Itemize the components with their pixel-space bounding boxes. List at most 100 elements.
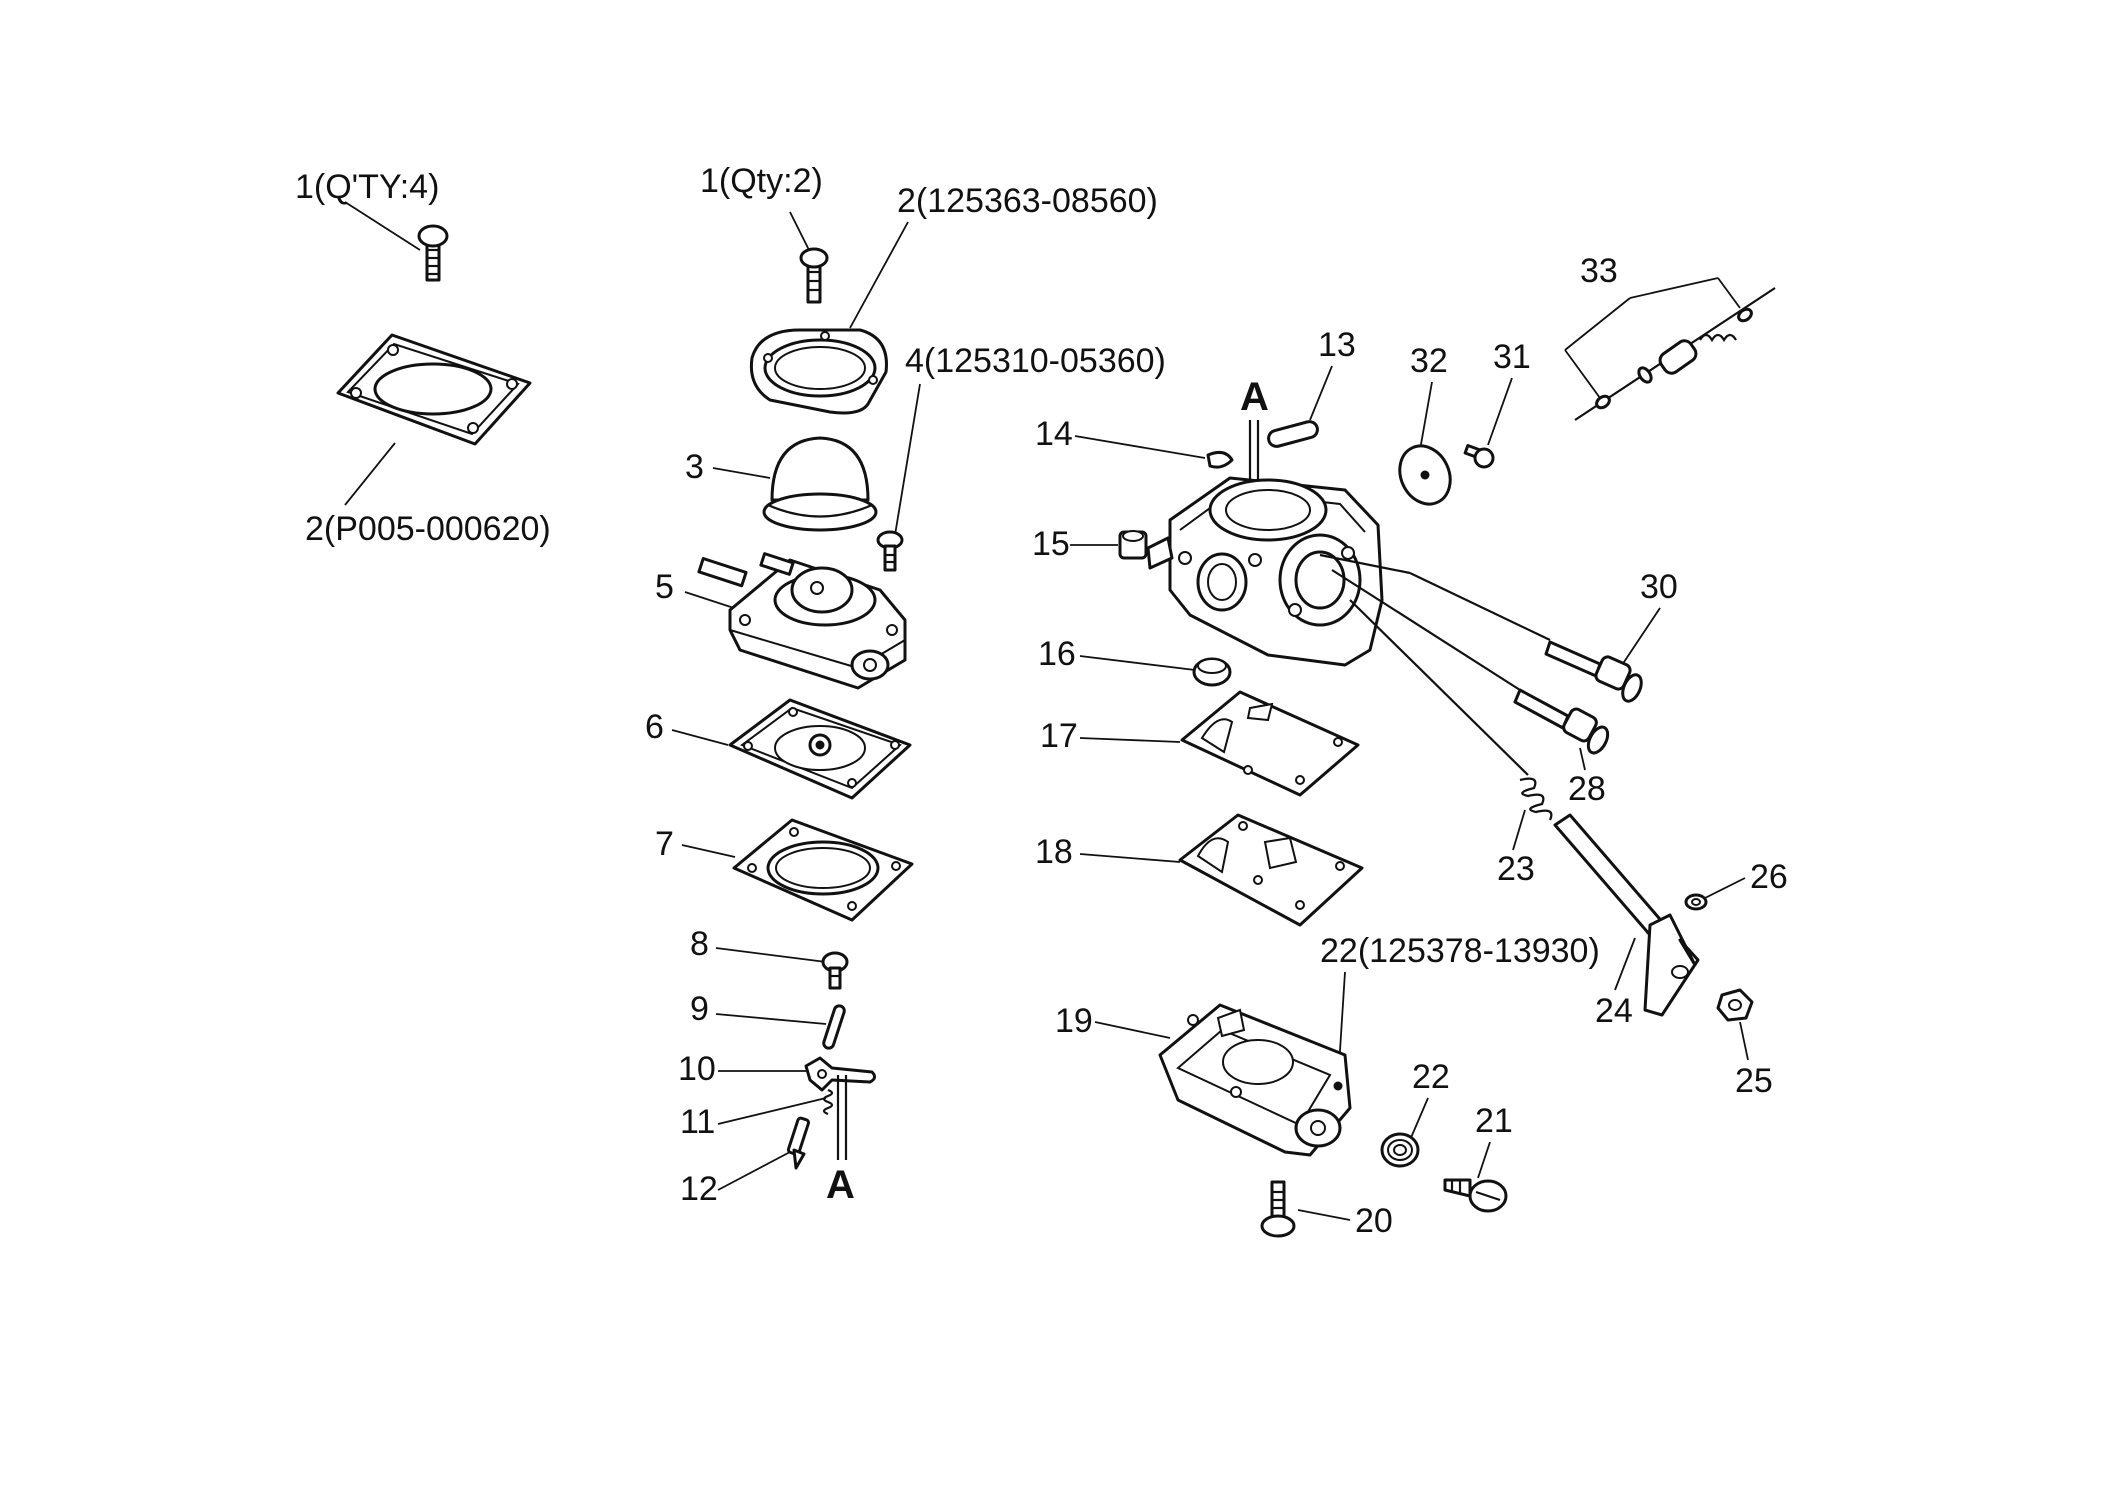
left-gasket-part xyxy=(336,333,532,446)
leader-pump-gasket xyxy=(681,844,736,858)
leader-lever-spring xyxy=(717,1097,827,1125)
cover-19-part xyxy=(1158,1003,1352,1157)
leader-pump-screw xyxy=(789,211,811,253)
label-inlet-needle: 12 xyxy=(680,1170,718,1208)
pump-body-part xyxy=(697,552,907,690)
label-primer-bulb: 3 xyxy=(685,448,704,486)
pump-gasket-part xyxy=(732,818,914,922)
screw-20-part xyxy=(1260,1180,1296,1238)
metering-lever-part xyxy=(804,1056,877,1092)
leader-cap-16 xyxy=(1079,655,1196,671)
screw-31-part xyxy=(1463,444,1495,469)
lever-screw-part xyxy=(821,951,849,990)
label-left-screw: 1(Q'TY:4) xyxy=(295,168,439,206)
left-screw-part xyxy=(417,224,449,282)
label-spring-23: 23 xyxy=(1497,850,1535,888)
primer-bulb-part xyxy=(762,436,878,532)
label-assembly-33: 33 xyxy=(1580,252,1618,290)
leader-spring-23 xyxy=(1512,809,1526,851)
spring-23-part xyxy=(1349,599,1553,821)
label-pump-diaphragm: 6 xyxy=(645,708,664,746)
diaphragm-17-part xyxy=(1180,690,1360,797)
spring-22-part xyxy=(1380,1132,1420,1168)
label-nut-25: 25 xyxy=(1735,1062,1773,1100)
label-metering-lever: 10 xyxy=(678,1050,716,1088)
leader-diaphragm-17 xyxy=(1079,737,1181,743)
leader-cover-19 xyxy=(1094,1021,1171,1039)
leader-screw-20 xyxy=(1297,1209,1351,1221)
label-pump-cover: 2(125363-08560) xyxy=(897,182,1158,220)
label-plug-13: 13 xyxy=(1318,326,1356,364)
label-left-gasket: 2(P005-000620) xyxy=(305,510,551,548)
pump-cover-part xyxy=(749,328,888,415)
label-screw-20: 20 xyxy=(1355,1202,1393,1240)
label-washer-26: 26 xyxy=(1750,858,1788,896)
plug-13-part xyxy=(1267,420,1319,448)
washer-26-part xyxy=(1684,893,1708,911)
leader-lever-screw xyxy=(715,947,827,963)
needle-28-part xyxy=(1331,569,1610,755)
leader-screw-21 xyxy=(1477,1141,1491,1179)
throttle-shaft-24-part xyxy=(1553,813,1700,1017)
leader-gasket-18 xyxy=(1079,853,1181,863)
lever-pin-part xyxy=(822,1004,846,1050)
label-cap-16: 16 xyxy=(1038,635,1076,673)
label-screw-21: 21 xyxy=(1475,1102,1513,1140)
label-spring-22: 22 xyxy=(1412,1058,1450,1096)
label-ref-a-top: A xyxy=(1240,375,1269,419)
label-lever-screw: 8 xyxy=(690,925,709,963)
assembly-33-bracket xyxy=(1564,277,1741,399)
inlet-needle-part xyxy=(786,1116,810,1170)
label-screw-31: 31 xyxy=(1493,338,1531,376)
fitting-15-part xyxy=(1118,530,1148,560)
label-part-22-number: 22(125378-13930) xyxy=(1320,932,1600,970)
label-ref-a-bottom: A xyxy=(826,1163,855,1207)
label-gasket-18: 18 xyxy=(1035,833,1073,871)
valve-32-part xyxy=(1398,444,1452,506)
leader-primer-bulb xyxy=(712,467,771,479)
gasket-18-part xyxy=(1178,813,1364,927)
leader-left-screw xyxy=(344,201,421,251)
clip-14-part xyxy=(1206,450,1234,469)
label-pump-screw: 1(Qty:2) xyxy=(700,162,823,200)
label-cover-19: 19 xyxy=(1055,1002,1093,1040)
assembly-33-part xyxy=(1574,287,1776,421)
screw-21-part xyxy=(1443,1178,1508,1213)
cap-16-part xyxy=(1192,657,1232,687)
leader-throttle-shaft-24 xyxy=(1614,937,1636,991)
leader-pump-diaphragm xyxy=(671,729,729,746)
leader-left-gasket xyxy=(344,442,396,506)
label-pump-body: 5 xyxy=(655,568,674,606)
leader-spring-22 xyxy=(1409,1097,1429,1141)
carburetor-body-part xyxy=(1146,476,1384,667)
leader-lever-pin xyxy=(715,1013,827,1025)
label-pump-screw-small: 4(125310-05360) xyxy=(905,342,1166,380)
label-valve-32: 32 xyxy=(1410,342,1448,380)
pump-screw-part xyxy=(799,247,829,304)
leader-needle-28 xyxy=(1579,747,1586,771)
leader-pump-cover xyxy=(849,221,909,329)
leader-screw-31 xyxy=(1487,377,1513,446)
lever-spring-part xyxy=(822,1088,834,1116)
reference-line-a-left xyxy=(836,1075,848,1160)
leader-clip-14 xyxy=(1074,435,1206,459)
label-fitting-15: 15 xyxy=(1032,525,1070,563)
label-lever-pin: 9 xyxy=(690,990,709,1028)
leader-needle-30 xyxy=(1619,607,1661,669)
label-needle-28: 28 xyxy=(1568,770,1606,808)
label-clip-14: 14 xyxy=(1035,415,1073,453)
label-pump-gasket: 7 xyxy=(655,825,674,863)
label-diaphragm-17: 17 xyxy=(1040,717,1078,755)
label-lever-spring: 11 xyxy=(680,1103,715,1141)
nut-25-part xyxy=(1716,988,1754,1022)
label-needle-30: 30 xyxy=(1640,568,1678,606)
pump-diaphragm-part xyxy=(728,698,912,800)
needle-30-part xyxy=(1319,553,1643,703)
pump-screw-small-part xyxy=(876,530,904,572)
leader-nut-25 xyxy=(1739,1021,1749,1061)
leader-valve-32 xyxy=(1419,381,1433,451)
leader-inlet-needle xyxy=(717,1151,791,1191)
leader-plug-13 xyxy=(1309,365,1333,421)
leader-washer-26 xyxy=(1704,877,1746,899)
